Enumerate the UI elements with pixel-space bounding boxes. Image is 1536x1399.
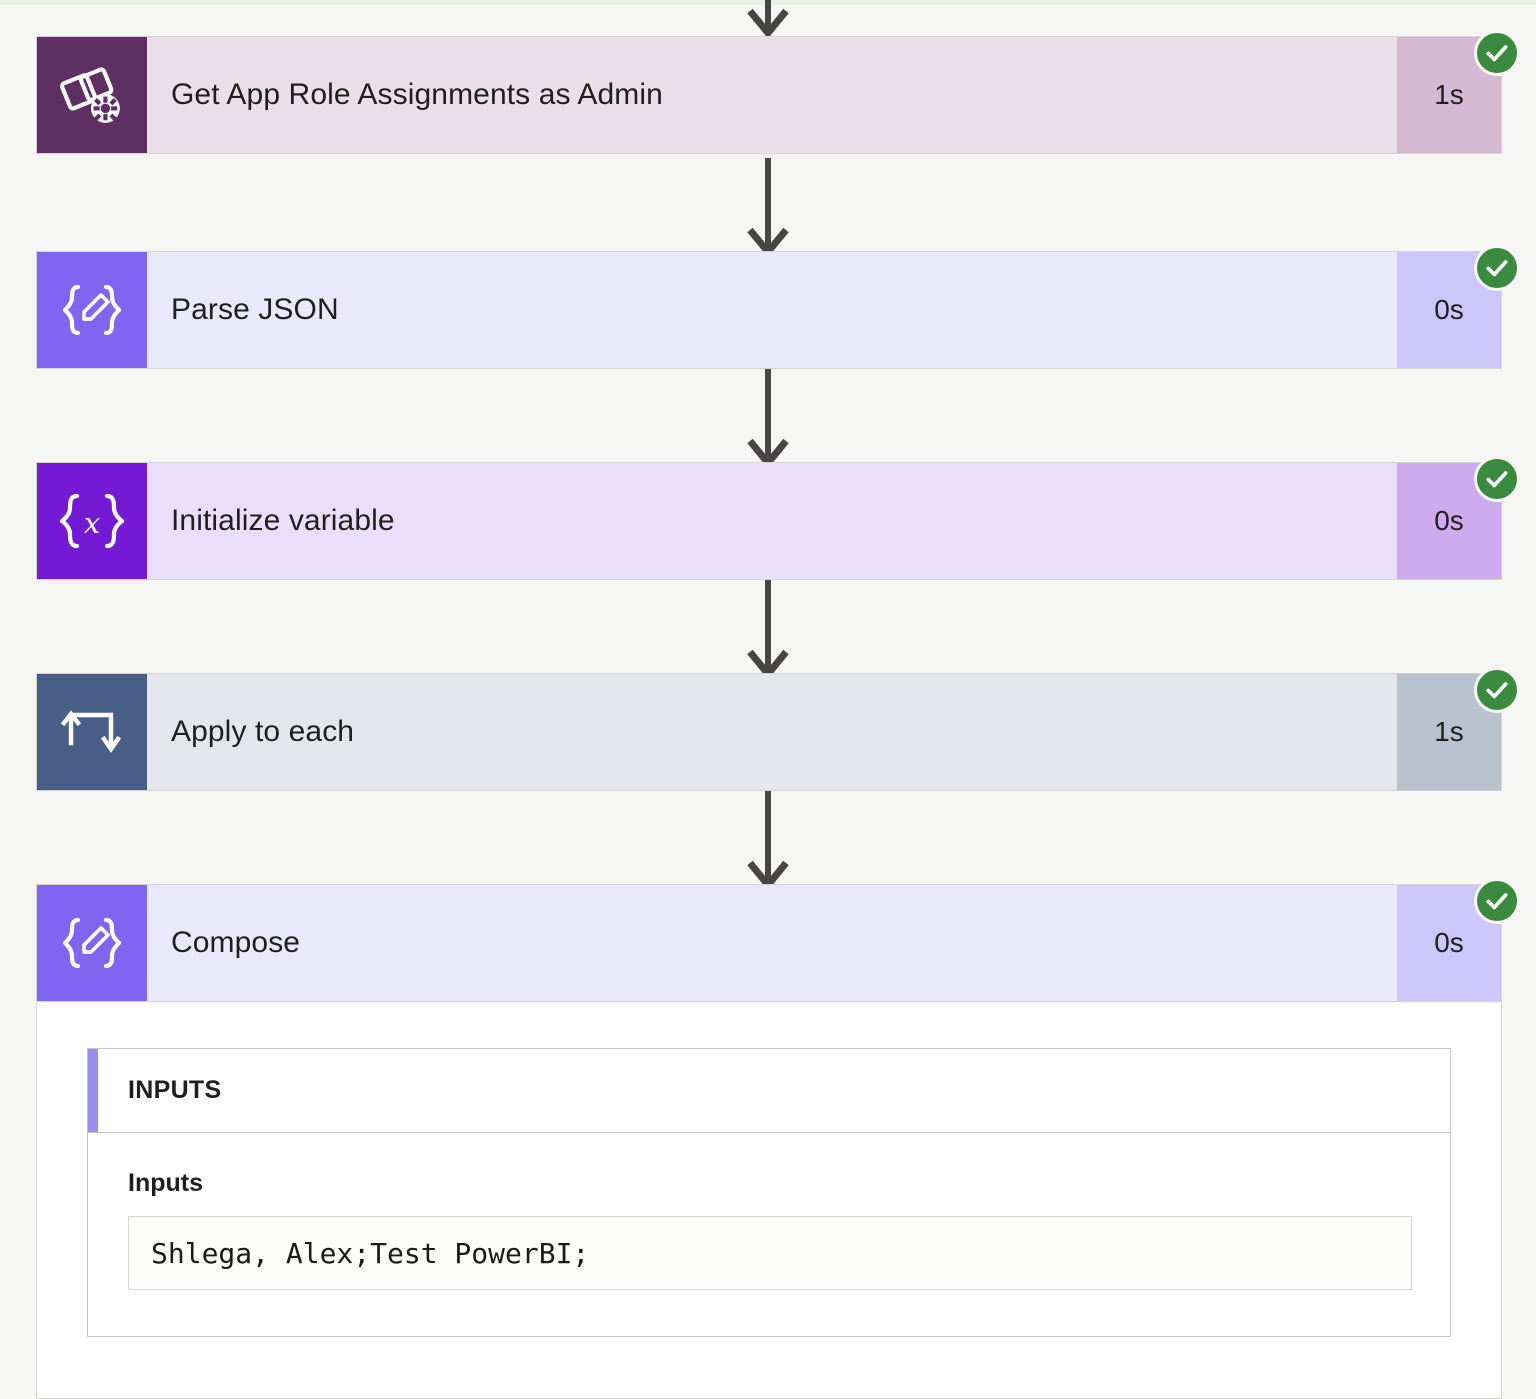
action-title: Get App Role Assignments as Admin — [171, 78, 663, 111]
action-title: Parse JSON — [171, 293, 339, 326]
action-title: Apply to each — [171, 715, 355, 748]
action-card-get-app-role-assignments-as-admin[interactable]: Get App Role Assignments as Admin 1s — [36, 36, 1502, 154]
section-accent-bar — [88, 1049, 98, 1132]
action-card-compose[interactable]: Compose 0s — [36, 884, 1502, 1002]
inputs-field-label: Inputs — [128, 1169, 203, 1197]
action-title: Initialize variable — [171, 504, 395, 537]
action-duration: 0s — [1397, 252, 1501, 368]
connector-arrow-2 — [744, 369, 792, 467]
braces-x-variable-icon: x — [37, 463, 147, 579]
svg-text:x: x — [84, 506, 100, 540]
action-title: Compose — [171, 926, 301, 959]
status-badge-succeeded — [1474, 456, 1520, 502]
inputs-section-header: INPUTS — [88, 1049, 1450, 1133]
inputs-field-value[interactable]: Shlega, Alex;Test PowerBI; — [128, 1216, 1412, 1290]
loop-arrow-icon — [37, 674, 147, 790]
inputs-section-title: INPUTS — [128, 1076, 222, 1104]
action-card-parse-json[interactable]: Parse JSON 0s — [36, 251, 1502, 369]
compose-details-panel: INPUTS Inputs Shlega, Alex;Test PowerBI; — [36, 1003, 1502, 1399]
status-badge-succeeded — [1474, 30, 1520, 76]
connector-arrow-3 — [744, 580, 792, 678]
status-badge-succeeded — [1474, 667, 1520, 713]
action-card-initialize-variable[interactable]: x Initialize variable 0s — [36, 462, 1502, 580]
azure-ad-app-role-icon — [37, 37, 147, 153]
braces-pencil-icon — [37, 885, 147, 1001]
inputs-section-body: Inputs Shlega, Alex;Test PowerBI; — [88, 1133, 1450, 1336]
connector-arrow-4 — [744, 791, 792, 889]
status-badge-succeeded — [1474, 878, 1520, 924]
status-badge-succeeded — [1474, 245, 1520, 291]
connector-arrow-1 — [744, 158, 792, 256]
braces-pencil-icon — [37, 252, 147, 368]
connector-arrow-0 — [744, 0, 792, 37]
action-card-apply-to-each[interactable]: Apply to each 1s — [36, 673, 1502, 791]
inputs-section: INPUTS Inputs Shlega, Alex;Test PowerBI; — [87, 1048, 1451, 1337]
